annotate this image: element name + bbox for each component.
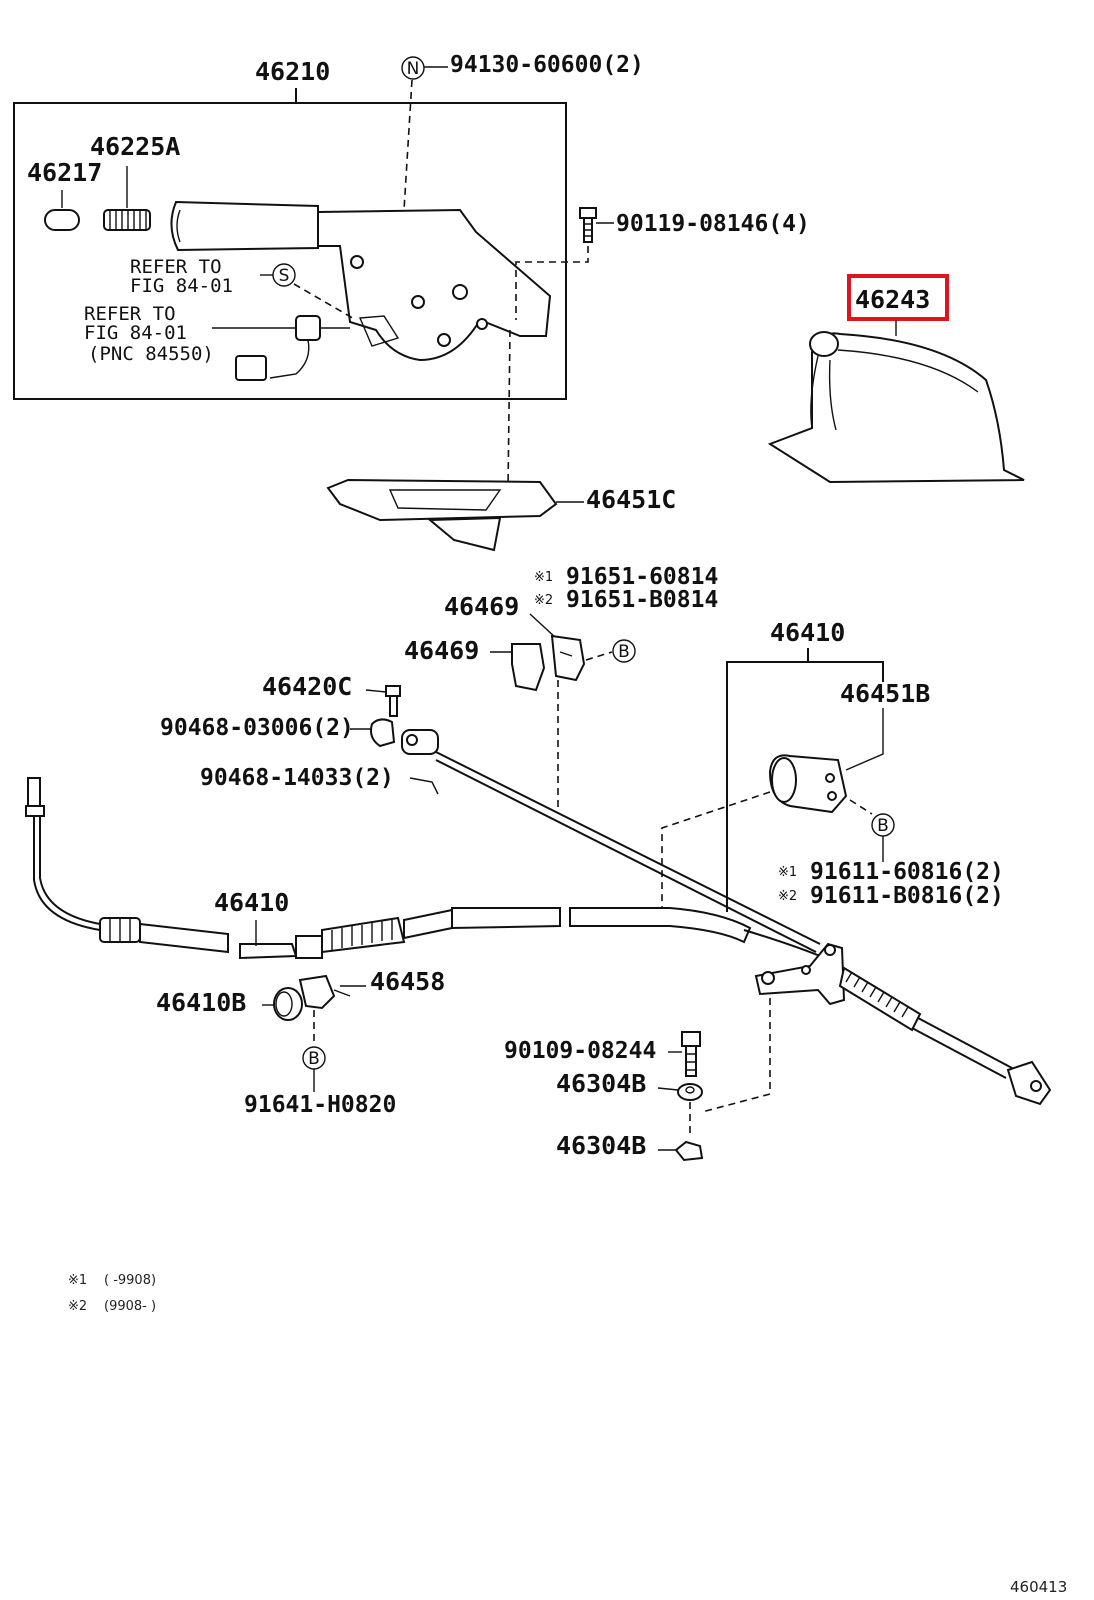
clip-90468-part [370, 718, 439, 755]
refer-label-1b[interactable]: FIG 84-01 [130, 275, 233, 297]
clip-46469-parts [511, 634, 586, 692]
bolt-90109-part [681, 1031, 701, 1077]
boot-46243-highlight [847, 274, 949, 321]
label-46410-left[interactable]: 46410 [214, 888, 289, 917]
asterisk2-marker-a: ※2 [534, 593, 553, 608]
grommet-46410B-part [273, 987, 303, 1021]
equalizer-part [754, 942, 1052, 1106]
clamp-46458-part [298, 974, 351, 1010]
label-91651-B0814[interactable]: 91651-B0814 [566, 587, 718, 613]
bracket-46451B-part [768, 754, 848, 814]
refer-label-2a: REFER TO [84, 303, 176, 325]
asterisk1-marker-b: ※1 [778, 865, 797, 880]
label-46217[interactable]: 46217 [27, 158, 102, 187]
note1-text: ( -9908) [104, 1273, 156, 1288]
washer-46304B-part-b [674, 1140, 704, 1162]
label-46410B[interactable]: 46410B [156, 988, 246, 1017]
brake-cable-left [25, 777, 821, 960]
diagram-id: 460413 [1010, 1578, 1067, 1596]
circle-n-marker: N [407, 59, 420, 79]
refer-label-1a: REFER TO [130, 256, 222, 278]
label-46304B-b[interactable]: 46304B [556, 1131, 646, 1160]
label-46210[interactable]: 46210 [255, 57, 330, 86]
label-46451C[interactable]: 46451C [586, 485, 676, 514]
label-90109-08244[interactable]: 90109-08244 [504, 1038, 656, 1064]
refer-label-2b[interactable]: FIG 84-01 [84, 322, 187, 344]
note2-mark: ※2 [68, 1299, 87, 1314]
bolt-90119-part [579, 207, 597, 243]
label-46304B-a[interactable]: 46304B [556, 1069, 646, 1098]
circle-b-marker-a: B [618, 642, 630, 662]
asterisk2-marker-b: ※2 [778, 889, 797, 904]
boot-46243-part [767, 331, 1025, 484]
switch-part [235, 315, 350, 381]
label-91651-60814[interactable]: 91651-60814 [566, 564, 718, 590]
assy-46210-frame [13, 102, 567, 400]
brake-cable-right [435, 751, 821, 953]
label-91641-H0820[interactable]: 91641-H0820 [244, 1092, 396, 1118]
label-94130-60600[interactable]: 94130-60600(2) [450, 52, 644, 78]
note1-mark: ※1 [68, 1273, 87, 1288]
label-90119-08146[interactable]: 90119-08146(4) [616, 211, 810, 237]
parking-brake-lever-part [170, 200, 552, 362]
circle-b-marker-c: B [308, 1049, 320, 1069]
spring-46225A-part [103, 209, 151, 231]
button-46217-part [44, 209, 80, 231]
washer-46304B-part-a [677, 1083, 703, 1101]
label-90468-14033[interactable]: 90468-14033(2) [200, 765, 394, 791]
label-46410-top[interactable]: 46410 [770, 618, 845, 647]
label-91611-B0816[interactable]: 91611-B0816(2) [810, 883, 1004, 909]
note2-text: (9908- ) [104, 1299, 156, 1314]
circle-s-marker: S [279, 266, 290, 286]
label-46420C[interactable]: 46420C [262, 672, 352, 701]
label-46458[interactable]: 46458 [370, 967, 445, 996]
refer-label-2c: (PNC 84550) [88, 343, 214, 365]
retainer-46451C-part [326, 478, 558, 552]
label-90468-03006[interactable]: 90468-03006(2) [160, 715, 354, 741]
label-46225A[interactable]: 46225A [90, 132, 180, 161]
label-91611-60816[interactable]: 91611-60816(2) [810, 859, 1004, 885]
circle-b-marker-b: B [877, 816, 889, 836]
label-46451B[interactable]: 46451B [840, 679, 930, 708]
asterisk1-marker-a: ※1 [534, 570, 553, 585]
label-46243[interactable]: 46243 [855, 285, 930, 314]
label-46469-b[interactable]: 46469 [404, 636, 479, 665]
label-46469-a[interactable]: 46469 [444, 592, 519, 621]
bolt-46420C-part [385, 685, 401, 717]
